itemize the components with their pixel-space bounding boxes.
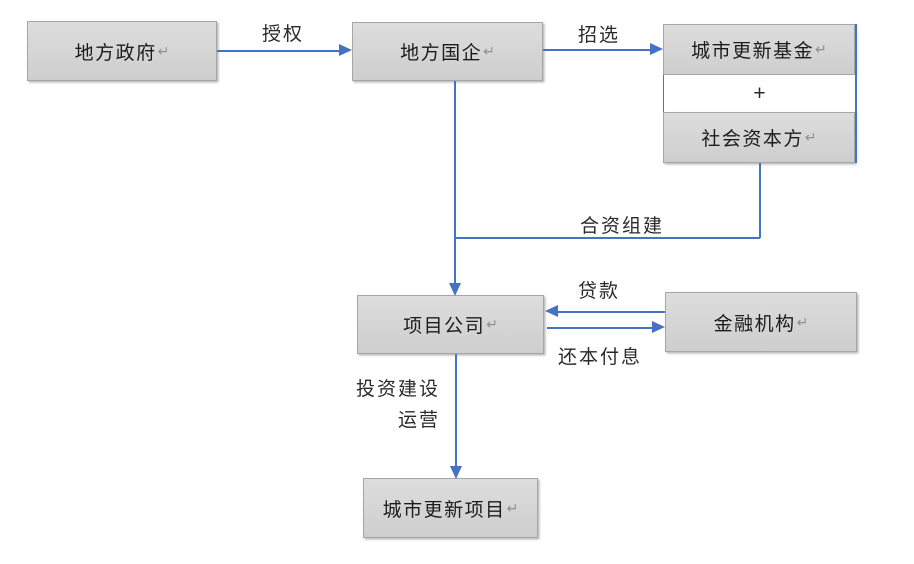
loan-arrowhead-icon: [545, 305, 558, 317]
node-urban-renewal-project: 城市更新项目↵: [363, 478, 538, 538]
authorize-label: 授权: [262, 24, 305, 45]
plus-sign: +: [753, 81, 766, 105]
joint-arrowhead-icon: [449, 283, 461, 296]
joint-label: 合资组建: [580, 216, 665, 237]
repay-arrowhead-icon: [652, 321, 665, 333]
node-local-soe: 地方国企↵: [352, 22, 543, 81]
invest-label-line1: 投资建设: [355, 379, 440, 400]
loan-arrow-line: [552, 311, 665, 313]
joint-horizontal-line: [454, 237, 760, 239]
return-mark-icon: ↵: [796, 313, 809, 330]
node-project-company-label: 项目公司: [403, 316, 486, 337]
return-mark-icon: ↵: [506, 499, 519, 516]
return-mark-icon: ↵: [483, 43, 495, 59]
fund-group-right-border: [855, 24, 857, 163]
return-mark-icon: ↵: [804, 129, 817, 145]
invest-label: 投资建设 运营: [345, 374, 440, 437]
authorize-arrowhead-icon: [339, 44, 352, 56]
plus-connector: +: [663, 75, 855, 112]
node-local-government-label: 地方政府: [74, 42, 157, 64]
node-local-soe-label: 地方国企: [400, 43, 483, 64]
social-down-line: [759, 163, 761, 238]
node-financial-institution: 金融机构↵: [665, 292, 857, 352]
return-mark-icon: ↵: [815, 41, 827, 57]
invest-arrowhead-icon: [450, 466, 462, 479]
invest-arrow-line: [455, 354, 457, 466]
node-social-capital: 社会资本方↵: [663, 112, 855, 163]
select-arrowhead-icon: [650, 43, 663, 55]
authorize-arrow-line: [217, 50, 340, 52]
select-label: 招选: [578, 25, 621, 46]
invest-label-line2: 运营: [397, 410, 440, 432]
return-mark-icon: ↵: [157, 42, 170, 59]
node-financial-institution-label: 金融机构: [713, 313, 796, 335]
repay-label: 还本付息: [558, 347, 643, 368]
select-arrow-line: [543, 49, 651, 51]
loan-label: 贷款: [578, 281, 621, 302]
soe-down-line: [454, 81, 456, 284]
node-project-company: 项目公司↵: [357, 295, 544, 354]
repay-arrow-line: [547, 327, 653, 329]
node-urban-renewal-fund-label: 城市更新基金: [691, 41, 815, 62]
node-social-capital-label: 社会资本方: [701, 129, 804, 150]
return-mark-icon: ↵: [486, 316, 498, 332]
node-urban-renewal-project-label: 城市更新项目: [382, 499, 506, 521]
node-urban-renewal-fund: 城市更新基金↵: [663, 24, 855, 75]
node-local-government: 地方政府↵: [27, 21, 217, 81]
